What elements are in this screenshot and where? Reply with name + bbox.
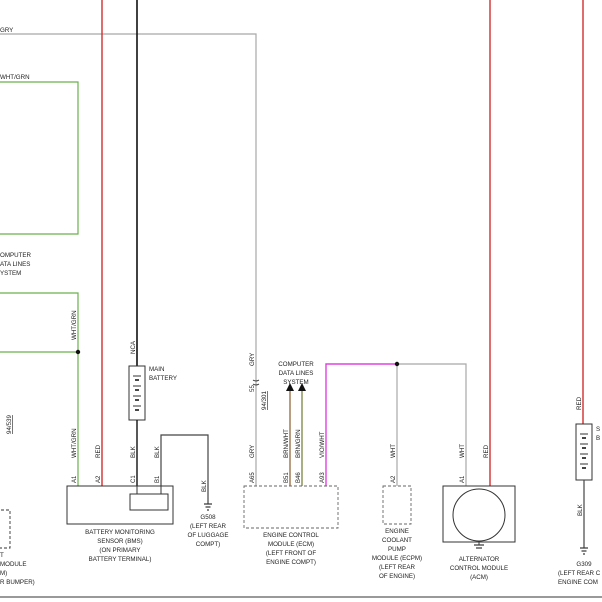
wire-blk-bms-b1 (160, 434, 209, 504)
wire-label-red-acm: RED (483, 444, 490, 458)
ecpm-module-box (382, 485, 412, 525)
wire-label-wht-ecpm: WHT (390, 444, 397, 458)
wire-label-gry-mid: GRY (249, 353, 256, 366)
wire-label-blk-b1: BLK (154, 445, 161, 458)
wire-label-wht-acm: WHT (459, 444, 466, 458)
wire-label-brn-wht: BRN/WHT (283, 429, 290, 458)
ecm-label-3: (LEFT FRONT OF (266, 550, 317, 557)
ecpm-label-1: ENGINE (385, 528, 409, 535)
ecpm-label-6: OF ENGINE) (379, 573, 415, 580)
wire-label-blk-c1: BLK (130, 445, 137, 458)
wire-wht-grn-low (0, 292, 79, 486)
pin-ecm-b51: B51 (284, 472, 290, 483)
arrow-brn-wht (286, 383, 294, 391)
pin-bms-a2: A2 (96, 475, 102, 483)
pin-bms-b1: B1 (155, 475, 161, 483)
g508-label-2: (LEFT REAR (190, 523, 227, 530)
acm-label-1: ALTERNATOR (459, 556, 500, 563)
left-module-box (0, 509, 11, 549)
wire-label-wht-grn-top: WHT/GRN (0, 74, 30, 81)
right-battery-symbol (575, 423, 593, 481)
wire-gry-top (0, 33, 257, 486)
pin-acm-a1: A1 (460, 475, 466, 483)
left-cdls-label-3: YSTEM (0, 270, 21, 277)
main-battery-label-2: BATTERY (149, 375, 177, 382)
bms-label-2: SENSOR (BMS) (97, 538, 142, 545)
pin-ecm-a65: A65 (250, 472, 256, 483)
left-module-label-3: M) (0, 570, 7, 577)
cdls-label-1: COMPUTER (278, 361, 314, 368)
pin-ecm-a93: A93 (320, 472, 326, 483)
g508-label-3: OF LUGGAGE (188, 532, 229, 539)
g508-label-1: G508 (200, 514, 216, 521)
ground-g309-symbol (580, 547, 588, 555)
left-module-label-1: T (0, 552, 4, 559)
main-battery-symbol (128, 365, 146, 421)
inline-connector-55 (252, 379, 260, 386)
left-ref-label: 94/539 (6, 415, 13, 434)
ecm-label-4: ENGINE COMPT) (266, 559, 316, 566)
bms-label-3: (ON PRIMARY (99, 547, 140, 554)
ecm-label-2: MODULE (ECM) (268, 541, 314, 548)
g309-label-3: ENGINE COM (558, 579, 598, 586)
wire-vio-wht (325, 363, 397, 486)
right-module-label-1: S (596, 426, 600, 433)
wire-label-blk-g508: BLK (201, 479, 208, 492)
left-cdls-label-1: OMPUTER (0, 252, 31, 259)
ground-g508-symbol (204, 503, 212, 511)
right-module-label-2: B (596, 435, 600, 442)
wire-label-wht-grn-low: WHT/GRN (71, 428, 78, 458)
alternator-symbol (452, 488, 506, 542)
wire-label-gry-ecm: GRY (249, 445, 256, 458)
wire-wht-grn-top (0, 81, 79, 235)
ecpm-label-2: COOLANT (382, 537, 412, 544)
wire-label-brn-grn: BRN/GRN (295, 429, 302, 458)
bms-sensor-element (129, 493, 169, 511)
bms-label-1: BATTERY MONITORING (85, 529, 155, 536)
wire-label-wht-grn-mid: WHT/GRN (71, 310, 78, 340)
connector-ref-label: 94/301 (261, 391, 268, 410)
left-cdls-label-2: ATA LINES (0, 261, 30, 268)
acm-label-3: (ACM) (470, 574, 488, 581)
pin-bms-c1: C1 (131, 475, 137, 483)
g508-label-4: COMPT) (196, 541, 220, 548)
ecpm-label-3: PUMP (388, 546, 406, 553)
pin-ecm-b46: B46 (296, 472, 302, 483)
acm-label-2: CONTROL MODULE (450, 565, 508, 572)
splice-dot-wht-grn (75, 349, 81, 355)
arrow-brn-grn (298, 383, 306, 391)
ecpm-label-5: (LEFT REAR (379, 564, 416, 571)
acm-ground-symbol (474, 541, 484, 549)
g309-label-1: G309 (576, 561, 592, 568)
wire-label-red-bms: RED (95, 444, 102, 458)
main-battery-label-1: MAIN (149, 366, 164, 373)
ecm-module-box (243, 485, 339, 529)
wire-gray-acm (397, 363, 467, 486)
g309-label-2: (LEFT REAR C (558, 570, 601, 577)
acm-module-box (442, 485, 516, 543)
ecm-label-1: ENGINE CONTROL (263, 532, 319, 539)
cdls-label-3: SYSTEM (283, 379, 308, 386)
wire-label-vio-wht: VIO/WHT (319, 431, 326, 458)
cdls-label-2: DATA LINES (279, 370, 314, 377)
bms-label-4: BATTERY TERMINAL) (89, 556, 152, 563)
wire-label-red-right: RED (576, 396, 583, 410)
pin-ecpm-a2: A2 (391, 475, 397, 483)
wire-label-gry-top: GRY (0, 27, 13, 34)
splice-dot-data (394, 361, 400, 367)
left-module-label-2: MODULE (0, 561, 26, 568)
connector-55-label: 55 (249, 385, 256, 392)
left-module-label-4: R BUMPER) (0, 579, 35, 586)
wire-label-nca: NCA (130, 340, 137, 354)
ecpm-label-4: MODULE (ECPM) (372, 555, 422, 562)
pin-bms-a1: A1 (72, 475, 78, 483)
bms-module-box (66, 485, 174, 525)
wire-label-blk-right: BLK (577, 503, 584, 516)
